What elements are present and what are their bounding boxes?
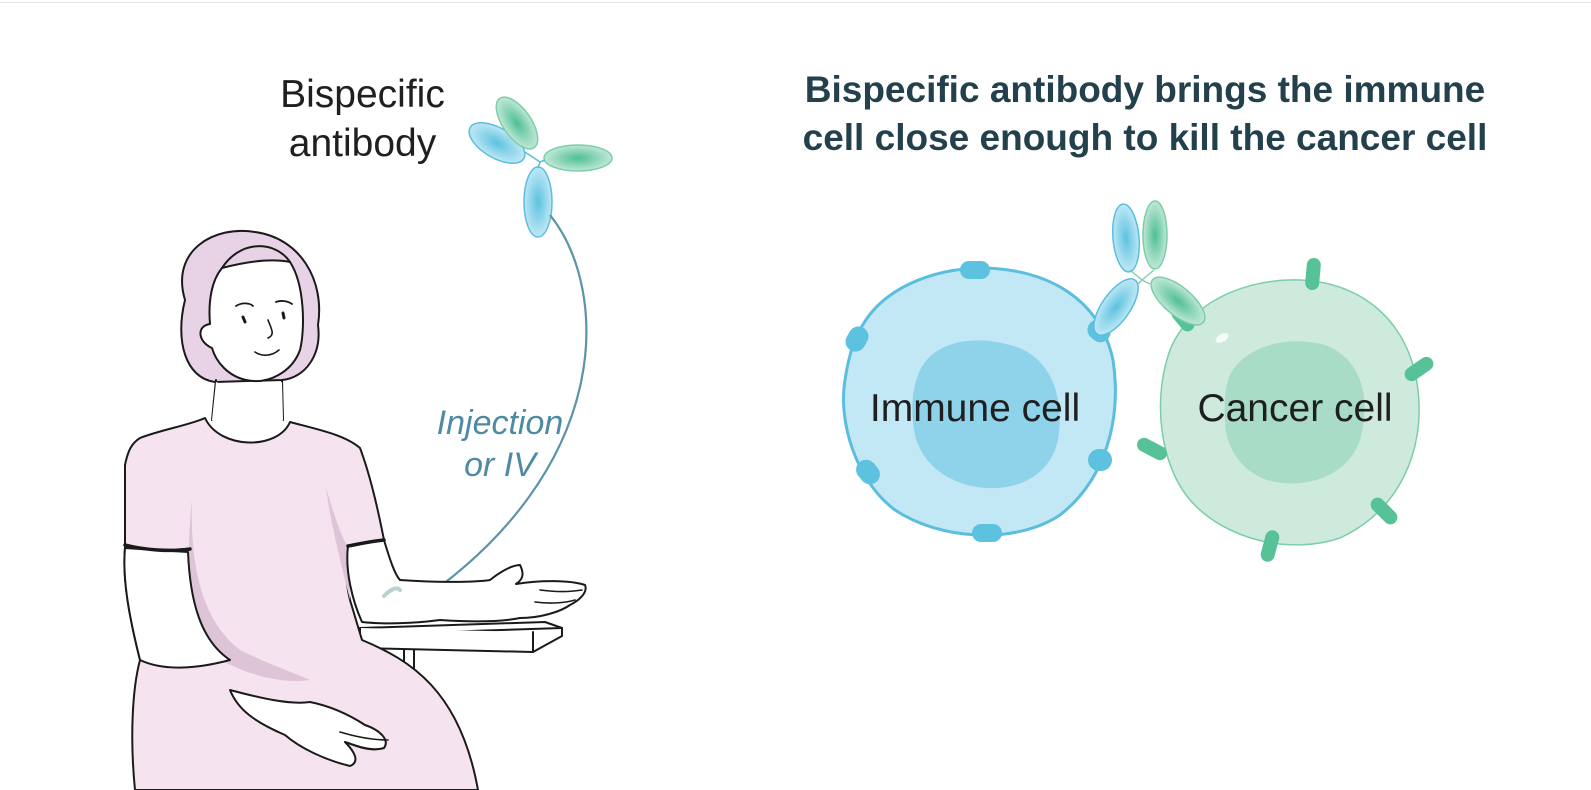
cancer-cell xyxy=(1137,258,1434,562)
bispecific-antibody-icon xyxy=(468,96,613,238)
cancer-cell-receptors xyxy=(1137,258,1434,562)
top-divider xyxy=(0,2,1591,3)
antibody-label-line1: Bispecific xyxy=(280,73,445,116)
headline-line1: Bispecific antibody brings the immune xyxy=(804,69,1486,110)
route-label: Injection or IV xyxy=(410,402,590,486)
immune-cell xyxy=(841,261,1117,542)
headline-line2: cell close enough to kill the cancer cel… xyxy=(802,117,1488,158)
bridging-antibody-icon xyxy=(1093,200,1206,336)
route-label-line2: or IV xyxy=(464,446,536,484)
patient-illustration xyxy=(123,229,587,790)
immune-cell-label: Immune cell xyxy=(869,387,1081,430)
diagram-headline: Bispecific antibody brings the immune ce… xyxy=(745,66,1545,162)
antibody-label-line2: antibody xyxy=(288,122,437,165)
antibody-label: Bispecific antibody xyxy=(250,70,475,168)
armrest xyxy=(359,621,563,679)
route-label-line1: Injection xyxy=(436,404,564,442)
cancer-cell-label: Cancer cell xyxy=(1197,387,1393,430)
